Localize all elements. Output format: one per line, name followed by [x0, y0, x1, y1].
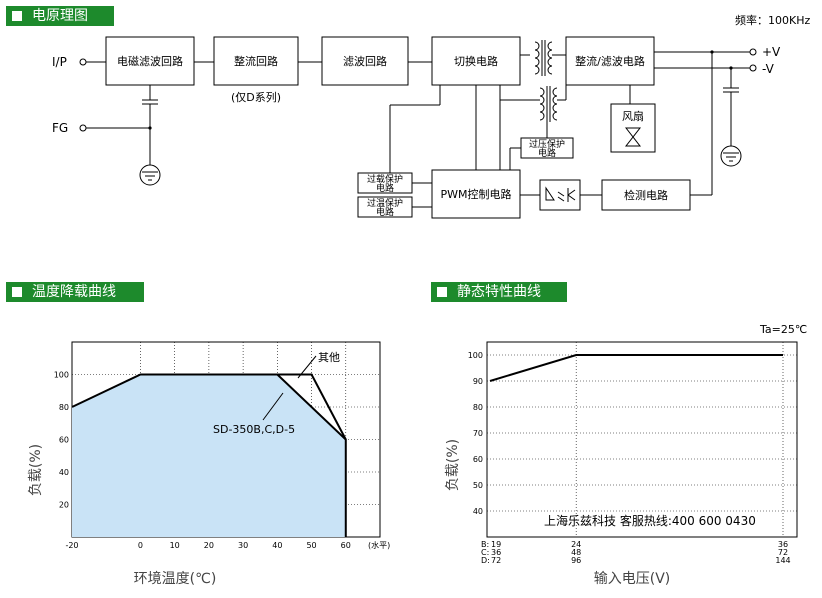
- x-tick-label: 72: [778, 548, 788, 557]
- y-tick-label: 40: [59, 468, 69, 477]
- otp-label-2: 电路: [376, 206, 394, 218]
- section-title: 静态特性曲线: [457, 284, 541, 300]
- minus-v-terminal: [749, 64, 757, 72]
- square-bullet-icon: [437, 287, 447, 297]
- section-header-derating: 温度降载曲线: [6, 282, 144, 302]
- x-tick-label: 10: [170, 541, 180, 550]
- x-tick-label: 48: [571, 548, 581, 557]
- x-tick-label: 72: [491, 556, 501, 565]
- plus-v-label: +V: [762, 45, 781, 59]
- x-tick-label: 144: [775, 556, 790, 565]
- section-title: 温度降载曲线: [32, 284, 116, 300]
- x-tick-label: 20: [204, 541, 214, 550]
- y-tick-label: 40: [473, 507, 483, 516]
- rectifier-label: 整流回路: [234, 54, 278, 68]
- annotation-other: 其他: [318, 351, 340, 364]
- output-rectifier-block: [565, 36, 655, 86]
- rectifier-note: (仅D系列): [231, 90, 281, 104]
- otp-label-1: 过温保护: [367, 197, 403, 209]
- y-tick-label: 70: [473, 429, 483, 438]
- x-tick-label: 30: [238, 541, 248, 550]
- y-axis-label: 负载(%): [445, 439, 461, 491]
- y-tick-label: 50: [473, 481, 483, 490]
- plus-v-terminal: [749, 48, 757, 56]
- fan-icon: [624, 127, 642, 147]
- x-tick-label: 0: [138, 541, 143, 550]
- x-axis-label: 环境温度(℃): [134, 571, 217, 587]
- x-row-label: C:: [481, 548, 489, 557]
- olp-label-1: 过载保护: [367, 173, 403, 185]
- derating-area: [72, 374, 346, 537]
- filter-label: 滤波回路: [343, 55, 387, 68]
- y-tick-label: 80: [473, 403, 483, 412]
- pwm-block: [431, 169, 521, 219]
- x-axis-label: 输入电压(V): [594, 571, 671, 587]
- minus-v-label: -V: [762, 62, 775, 76]
- y-tick-label: 60: [473, 455, 483, 464]
- annotation-leader-other: [297, 355, 317, 379]
- derating-chart-ticks: 20 40 60 80 100 -20 0 10 20 30 40 50 60: [54, 371, 351, 551]
- emi-filter-block: [105, 36, 195, 86]
- y-tick-label: 90: [473, 377, 483, 386]
- input-label: I/P: [52, 55, 67, 69]
- optocoupler-icon: [545, 186, 576, 202]
- x-tick-label: 19: [491, 540, 501, 549]
- x-tick-label: 36: [491, 548, 501, 557]
- frequency-label: 频率：100KHz: [735, 13, 810, 27]
- x-tick-label: 50: [306, 541, 316, 550]
- annotation-leader-sd350: [262, 392, 284, 421]
- switching-label: 切换电路: [454, 54, 498, 68]
- plot-frame: [486, 341, 798, 538]
- fan-label: 风扇: [622, 109, 644, 123]
- transformer-icon: [539, 86, 558, 122]
- x-tick-label: 60: [341, 541, 351, 550]
- y-tick-label: 100: [468, 351, 483, 360]
- section-header-static: 静态特性曲线: [431, 282, 567, 302]
- emi-filter-label: 电磁滤波回路: [117, 55, 183, 68]
- fg-label: FG: [52, 121, 68, 135]
- ground-icon: [720, 145, 742, 167]
- y-tick-label: 60: [59, 436, 69, 445]
- ta-annotation: Ta=25℃: [759, 323, 807, 336]
- series-line-static: [489, 354, 783, 382]
- filter-block: [321, 36, 409, 86]
- y-tick-label: 20: [59, 501, 69, 510]
- section-title: 电原理图: [32, 8, 88, 24]
- x-tick-label: 96: [571, 556, 581, 565]
- x-tick-label: -20: [65, 541, 78, 550]
- series-line-other: [140, 373, 347, 440]
- x-row-label: D:: [481, 556, 490, 565]
- rectifier-block: [213, 36, 299, 86]
- x-row-label: B:: [481, 540, 489, 549]
- x-axis-unit: (水平): [368, 540, 390, 550]
- ovp-label-2: 电路: [538, 147, 556, 159]
- static-chart-grid: [486, 341, 798, 538]
- x-tick-label: 24: [571, 540, 581, 549]
- x-tick-label: 40: [272, 541, 282, 550]
- fan-block: [610, 103, 656, 153]
- ground-icon: [139, 164, 161, 186]
- olp-label-2: 电路: [376, 182, 394, 194]
- watermark-hotline: 上海乐兹科技 客服热线:400 600 0430: [544, 513, 756, 528]
- switching-block: [431, 36, 521, 86]
- ovp-label-1: 过压保护: [529, 138, 565, 150]
- detect-block: [601, 179, 691, 211]
- section-header-schematic: 电原理图: [6, 6, 114, 26]
- annotation-sd350: SD-350B,C,D-5: [213, 423, 295, 436]
- y-tick-label: 80: [59, 403, 69, 412]
- y-axis-label: 负载(%): [28, 444, 44, 496]
- transformer-icon: [534, 40, 553, 76]
- output-rectifier-label: 整流/滤波电路: [575, 54, 645, 68]
- y-tick-label: 100: [54, 371, 69, 380]
- square-bullet-icon: [12, 287, 22, 297]
- detect-label: 检测电路: [624, 188, 668, 202]
- square-bullet-icon: [12, 11, 22, 21]
- x-tick-label: 36: [778, 540, 788, 549]
- pwm-label: PWM控制电路: [440, 187, 511, 201]
